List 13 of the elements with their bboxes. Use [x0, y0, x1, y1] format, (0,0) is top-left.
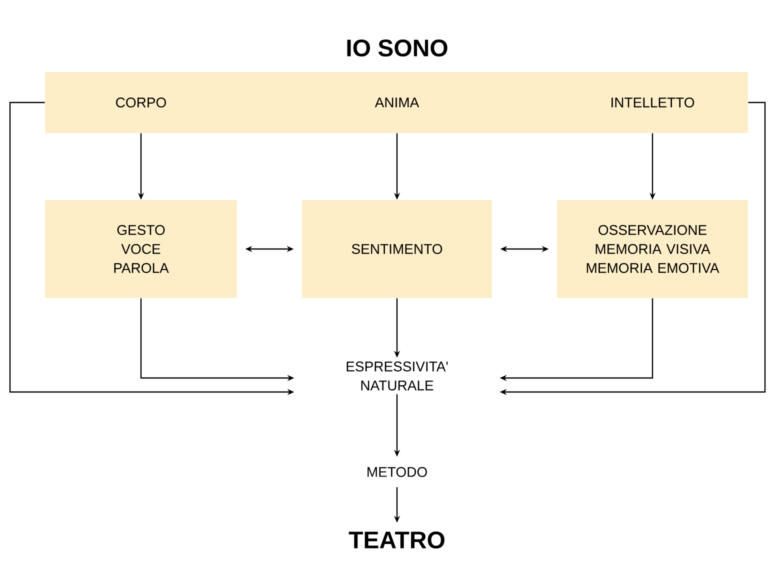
process-box: OSSERVAZIONE MEMORIA VISIVA MEMORIA EMOTIVA — [557, 200, 748, 298]
title: IO SONO — [347, 40, 448, 56]
node-text: METODO — [368, 467, 427, 477]
band-cell: ANIMA — [237, 72, 557, 133]
band-cell: CORPO — [45, 72, 237, 133]
node-label: CORPO — [116, 98, 166, 108]
node-text: ESPRESSIVITA' NATURALE — [346, 362, 448, 390]
process-box: GESTO VOCE PAROLA — [45, 200, 237, 298]
process-box: SENTIMENTO — [302, 200, 492, 298]
node-text: TEATRO — [348, 532, 444, 548]
band-cell: INTELLETTO — [557, 72, 748, 133]
node-label: ANIMA — [374, 98, 420, 108]
node-label: INTELLETTO — [612, 98, 694, 108]
